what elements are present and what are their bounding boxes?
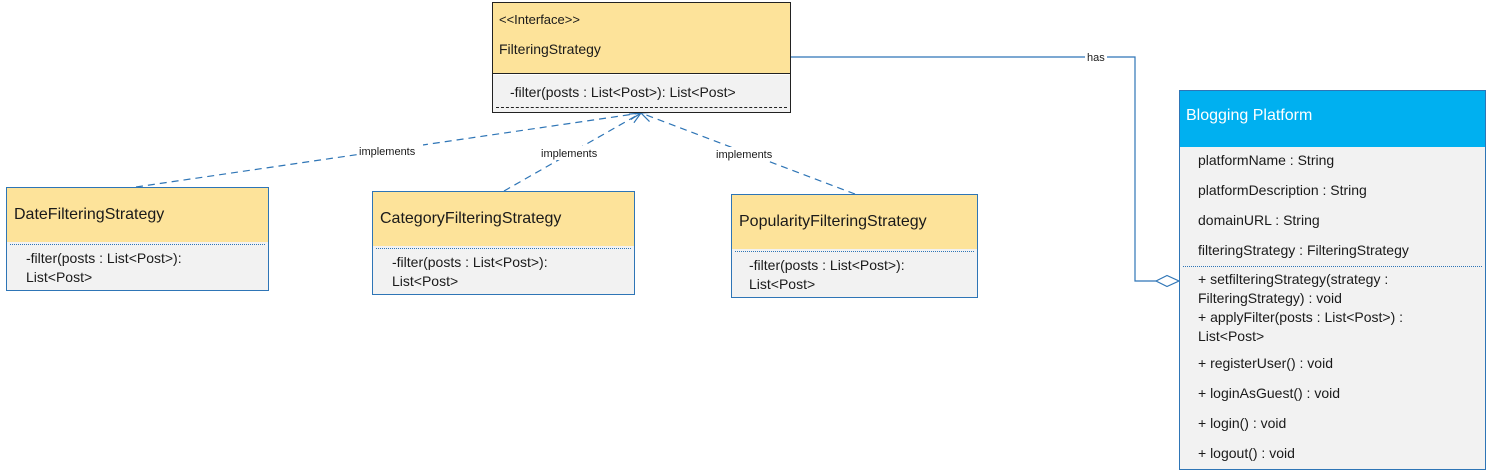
date-method-line1: -filter(posts : List<Post>): [26, 250, 182, 266]
interface-header: <<Interface>> FilteringStrategy [493, 3, 790, 74]
popularity-method-line1: -filter(posts : List<Post>): [749, 257, 905, 273]
attribute-filtering-strategy: filteringStrategy : FilteringStrategy [1198, 242, 1409, 258]
platform-divider [1183, 266, 1482, 267]
category-class-header: CategoryFilteringStrategy [373, 192, 634, 246]
category-class-body: -filter(posts : List<Post>): List<Post> [373, 246, 634, 294]
method-set-filtering-strategy-line2: FilteringStrategy) : void [1198, 290, 1342, 306]
date-filtering-strategy-class[interactable]: DateFilteringStrategy -filter(posts : Li… [6, 187, 269, 291]
interface-divider [496, 107, 787, 108]
implements-label-date: implements [359, 146, 416, 158]
date-class-header: DateFilteringStrategy [7, 188, 268, 242]
platform-class-name: Blogging Platform [1186, 107, 1313, 124]
popularity-class-header: PopularityFilteringStrategy [732, 195, 977, 249]
popularity-method-line2: List<Post> [749, 276, 816, 292]
method-apply-filter-line1: + applyFilter(posts : List<Post>) : [1198, 309, 1404, 325]
date-method-line2: List<Post> [26, 269, 93, 285]
interface-stereotype: <<Interface>> [499, 12, 580, 27]
category-class-divider [376, 248, 631, 249]
date-class-name: DateFilteringStrategy [14, 206, 165, 223]
interface-body: -filter(posts : List<Post>): List<Post> [493, 75, 790, 112]
method-logout: + logout() : void [1198, 445, 1295, 461]
popularity-class-name: PopularityFilteringStrategy [739, 213, 927, 230]
category-method-line2: List<Post> [392, 273, 459, 289]
attribute-platform-description: platformDescription : String [1198, 182, 1367, 198]
date-class-divider [10, 244, 265, 245]
implements-label-category: implements [541, 148, 598, 160]
aggregation-diamond-icon [1154, 274, 1181, 288]
popularity-class-divider [735, 251, 974, 252]
method-register-user: + registerUser() : void [1198, 355, 1333, 371]
blogging-platform-class[interactable]: Blogging Platform platformName : String … [1179, 90, 1486, 470]
attribute-domain-url: domainURL : String [1198, 212, 1320, 228]
attribute-platform-name: platformName : String [1198, 152, 1335, 168]
has-aggregation-connector [791, 56, 1156, 282]
platform-header: Blogging Platform [1180, 91, 1485, 147]
popularity-filtering-strategy-class[interactable]: PopularityFilteringStrategy -filter(post… [731, 194, 978, 298]
method-apply-filter-line2: List<Post> [1198, 328, 1265, 344]
interface-name: FilteringStrategy [499, 41, 601, 57]
interface-method: -filter(posts : List<Post>): List<Post> [510, 84, 736, 100]
category-class-name: CategoryFilteringStrategy [380, 210, 562, 227]
has-label: has [1087, 52, 1105, 64]
date-class-body: -filter(posts : List<Post>): List<Post> [7, 242, 268, 290]
method-login-as-guest: + loginAsGuest() : void [1198, 385, 1341, 401]
platform-body: platformName : String platformDescriptio… [1180, 147, 1485, 469]
category-filtering-strategy-class[interactable]: CategoryFilteringStrategy -filter(posts … [372, 191, 635, 295]
filtering-strategy-interface[interactable]: <<Interface>> FilteringStrategy -filter(… [492, 2, 791, 113]
method-login: + login() : void [1198, 415, 1287, 431]
category-method-line1: -filter(posts : List<Post>): [392, 254, 548, 270]
method-set-filtering-strategy-line1: + setfilteringStrategy(strategy : [1198, 271, 1389, 287]
popularity-class-body: -filter(posts : List<Post>): List<Post> [732, 249, 977, 297]
implements-label-popularity: implements [716, 149, 773, 161]
